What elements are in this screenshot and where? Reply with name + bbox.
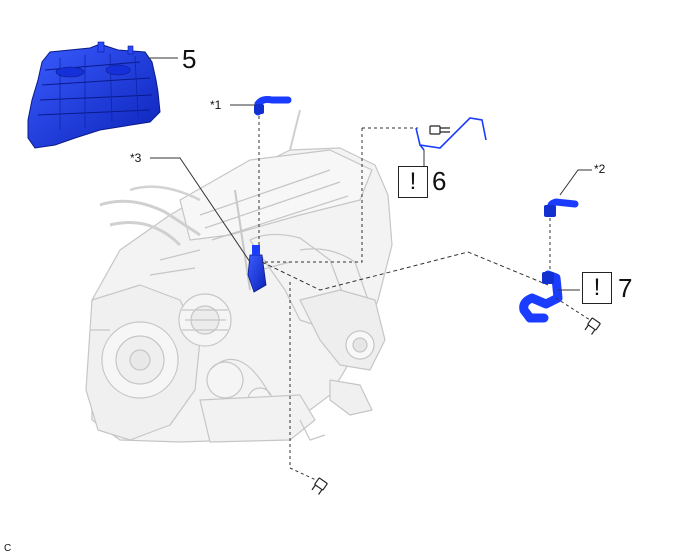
hose-icon: [544, 198, 579, 217]
note-label-2: *2: [594, 162, 606, 176]
dashed-guide-7: [261, 251, 549, 291]
leader-line-note-3: [150, 157, 251, 263]
bolt-icon: [429, 125, 450, 135]
wire-harness-bracket: [415, 117, 487, 151]
note-label-3: *3: [130, 151, 142, 165]
callout-part-7: 7: [618, 273, 633, 303]
engine-assembly: [85, 109, 393, 443]
bolt-icon: [311, 477, 328, 495]
leader-line-note-2: [559, 169, 592, 196]
dashed-guide-6b: [262, 128, 363, 263]
callout-part-5: 5: [182, 44, 197, 74]
dashed-guide-bolt-7: [555, 297, 591, 321]
bolt-icon: [584, 317, 601, 335]
sensor-icon: [247, 245, 267, 293]
hose-elbow-part-7: [519, 270, 563, 323]
caution-icon: !: [582, 272, 612, 304]
note-label-1: *1: [210, 98, 222, 112]
dashed-guide-bottom-bolt: [289, 282, 317, 481]
hose-icon: [254, 96, 292, 116]
caution-icon: !: [398, 166, 428, 198]
callout-part-6: 6: [432, 166, 447, 196]
engine-cover-icon: [27, 41, 161, 149]
corner-code: C: [4, 543, 12, 554]
